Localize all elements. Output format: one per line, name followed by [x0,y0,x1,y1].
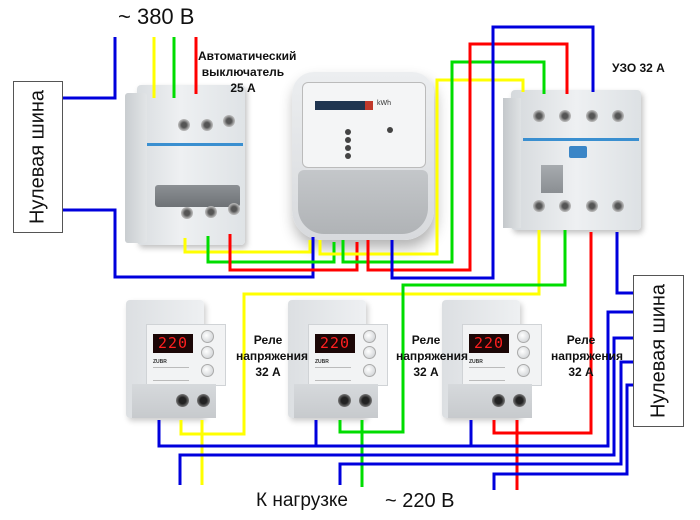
neutral-bus-left: Нулевая шина [13,81,63,233]
relay-terminal [492,394,505,407]
relay-terminal [513,394,526,407]
relay-terminal [338,394,351,407]
rcd-device [503,90,643,230]
breaker-top-screw [223,115,235,127]
rcd-top-screw [612,110,624,122]
meter-indicator [387,127,393,133]
relay-display: 220 [153,334,193,353]
relay-button [363,364,376,377]
meter-indicator [345,145,351,151]
relay-brand: ZUBR [469,359,483,365]
relay-2-label: Реле напряжения 32 А [396,332,468,380]
relay-button [363,330,376,343]
rcd-test-button [569,146,587,158]
meter-counter [315,101,373,110]
input-voltage-label: ~ 380 В [118,4,195,29]
relay-button [363,346,376,359]
rcd-top-screw [533,110,545,122]
breaker-label-line1: Автоматический [198,49,297,63]
relay-button [517,364,530,377]
meter-unit: kWh [377,100,391,107]
breaker-top-screw [178,119,190,131]
relay-2-label-line1: Реле [411,333,441,347]
relay-front-panel: 220 ZUBR [308,324,388,386]
relay-brand: ZUBR [153,359,167,365]
breaker-stripe [147,143,243,146]
energy-meter: kWh [292,72,434,240]
rcd-label: УЗО 32 А [612,61,665,75]
relay-button [201,364,214,377]
voltage-relay-1: 220 ZUBR [126,300,226,425]
relay-3-label-line3: 32 А [568,365,594,379]
neutral-bus-left-label: Нулевая шина [26,89,49,225]
relay-3-label: Реле напряжения 32 А [551,332,623,380]
relay-1-label-line1: Реле [253,333,283,347]
relay-brand: ZUBR [315,359,329,365]
relay-display: 220 [469,334,509,353]
relay-terminal [359,394,372,407]
breaker-toggle-lever [155,185,240,207]
breaker-label: Автоматический выключатель 25 А [198,48,297,96]
meter-terminal-cover [298,170,428,234]
relay-specs [469,367,505,381]
rcd-top-screw [559,110,571,122]
meter-indicator [345,153,351,159]
load-label: К нагрузке [256,490,348,511]
relay-2-label-line3: 32 А [413,365,439,379]
rcd-stripe [523,138,639,141]
relay-display: 220 [315,334,355,353]
breaker-body [137,85,245,245]
rcd-bottom-screw [586,200,598,212]
rcd-bottom-screw [533,200,545,212]
meter-indicator [345,129,351,135]
rcd-lever [541,165,563,193]
relay-button [517,346,530,359]
breaker-label-line3: 25 А [230,81,256,95]
meter-window: kWh [302,82,426,168]
neutral-bus-right-label: Нулевая шина [647,283,669,419]
breaker-bottom-screw [181,207,193,219]
neutral-wire-rcd-to-bus [615,232,633,295]
relay-button [517,330,530,343]
rcd-side [503,98,521,228]
breaker-top-screw [201,119,213,131]
relay-3-label-line2: напряжения [551,349,623,363]
relay-specs [315,367,351,381]
relay-button [201,346,214,359]
breaker-bottom-screw [228,203,240,215]
relay-1-label: Реле напряжения 32 А [236,332,308,380]
rcd-bottom-screw [612,200,624,212]
neutral-bus-right: Нулевая шина [633,275,684,427]
neutral-wire-input [62,37,117,100]
relay-3-label-line1: Реле [566,333,596,347]
relay-1-label-line2: напряжения [236,349,308,363]
rcd-bottom-screw [559,200,571,212]
meter-indicator [345,137,351,143]
circuit-breaker [125,85,250,245]
breaker-label-line2: выключатель [201,65,285,79]
relay-specs [153,367,189,381]
relay-terminal [176,394,189,407]
relay-2-label-line2: напряжения [396,349,468,363]
output-voltage-label: ~ 220 В [385,490,455,512]
relay-front-panel: 220 ZUBR [462,324,542,386]
relay-terminal [197,394,210,407]
rcd-top-screw [586,110,598,122]
breaker-bottom-screw [205,206,217,218]
relay-button [201,330,214,343]
breaker-side [125,93,147,243]
relay-front-panel: 220 ZUBR [146,324,226,386]
relay-1-label-line3: 32 А [255,365,281,379]
